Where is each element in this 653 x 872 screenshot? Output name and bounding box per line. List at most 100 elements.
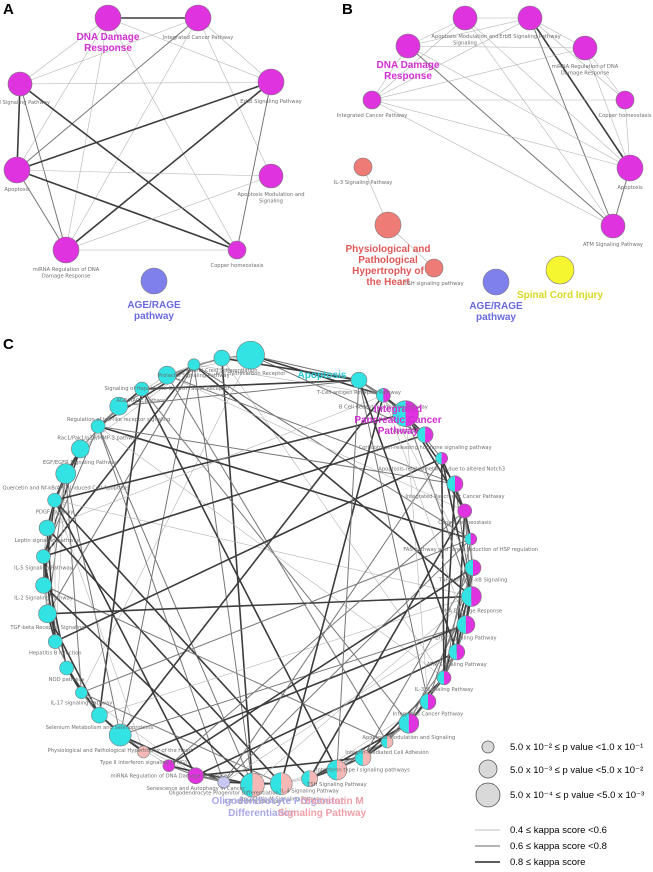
node-c-type-ii-interferon-signaling-ifng[interactable] bbox=[137, 745, 150, 759]
node-b-age-rage-pathway[interactable] bbox=[482, 268, 510, 296]
label-b-apoptosis-0: Apoptosis bbox=[617, 185, 643, 191]
edge-b-mod-int bbox=[371, 17, 466, 101]
label-c-leptin-signaling-pathway: Leptin signaling pathway bbox=[15, 538, 80, 544]
node-c-hepatitis-b-infection[interactable] bbox=[47, 634, 63, 649]
node-c-aryl-hydrocarbon-receptor[interactable] bbox=[236, 340, 265, 370]
node-a-apoptosis[interactable] bbox=[3, 156, 31, 184]
node-c-il-2-signaling-pathway[interactable] bbox=[35, 577, 52, 594]
label-c-copper-homeostasis: Copper homeostasis bbox=[438, 520, 491, 526]
node-c-regulation-of-toll-like-receptor-signaling[interactable] bbox=[109, 396, 129, 416]
node-c-oncostatin-m-signaling-pathway[interactable] bbox=[269, 772, 293, 796]
node-c-corticotropin-releasing-hormone-signaling-pathway[interactable] bbox=[416, 426, 434, 444]
node-a-copper-homeostasis[interactable] bbox=[227, 240, 247, 260]
edge-c-31-38 bbox=[443, 483, 456, 678]
node-a-mirna-regulation-of-dna-damage-response[interactable] bbox=[52, 236, 80, 264]
node-b-integrated-cancer-pathway[interactable] bbox=[362, 90, 382, 110]
label-a-copper-homeostasis-0: Copper homeostasis bbox=[211, 263, 264, 269]
node-c-signaling-of-hepatocyte-growth-factor-receptor[interactable] bbox=[157, 365, 177, 385]
node-c-t-cell-antigen-receptor-pathway[interactable] bbox=[350, 371, 368, 389]
label-a-mirna-regulation-of-dna-damage-response-0: miRNA Regulation of DNA bbox=[33, 267, 100, 273]
edge-b-mod-apo bbox=[464, 17, 631, 169]
legend-size-medium bbox=[478, 759, 498, 779]
node-c-physiological-and-pathological-hypertrophy-of-the-heart[interactable] bbox=[108, 723, 132, 747]
label-b-atm-signaling-pathway-0: ATM Signaling Pathway bbox=[583, 242, 643, 248]
label-a-age-rage-pathway-0: AGE/RAGE bbox=[127, 300, 181, 311]
node-b-tsh-signaling-pathway[interactable] bbox=[424, 258, 444, 278]
node-c-quercetin-and-nf-kb-ap-1-induced-cell-apoptosis[interactable] bbox=[55, 463, 77, 485]
node-b-mirna-regulation-of-dna-damage-response[interactable] bbox=[572, 35, 598, 61]
label-c-integrated-cancer-pathway: Integrated Cancer Pathway bbox=[393, 712, 464, 718]
edge-c-4-17 bbox=[98, 388, 143, 716]
node-b-atm-signaling-pathway[interactable] bbox=[600, 213, 626, 239]
node-c-senescence-and-autophagy-in-cancer[interactable] bbox=[187, 767, 205, 785]
node-c-il-3-signaling-pathway[interactable] bbox=[436, 670, 452, 686]
node-c-integrin-mediated-cell-adhesion[interactable] bbox=[380, 735, 394, 749]
node-c-atm-signaling-pathway[interactable] bbox=[448, 643, 466, 661]
node-c-apoptosis[interactable] bbox=[392, 400, 419, 427]
label-b-erbb-signaling-pathway-0: ErbB Signaling Pathway bbox=[499, 34, 560, 40]
node-b-erbb-signaling-pathway[interactable] bbox=[517, 5, 543, 31]
node-b-physiological-and-pathological-hypertrophy-of-the-heart[interactable] bbox=[374, 211, 402, 239]
label-b-dna-damage-response-0: DNA Damage bbox=[377, 60, 440, 71]
node-c-fas-pathway-and-stress-induction-of-hsp-regulation[interactable] bbox=[464, 532, 478, 546]
node-c-prolactin-signaling-pathway[interactable] bbox=[187, 358, 201, 372]
edge-c-34-38 bbox=[454, 483, 472, 597]
node-b-il-3-signaling-pathway[interactable] bbox=[353, 157, 373, 177]
edge-c-11-40 bbox=[43, 434, 426, 558]
node-b-spinal-cord-injury[interactable] bbox=[545, 255, 575, 285]
node-b-dna-damage-response[interactable] bbox=[395, 33, 421, 59]
label-c-rac1-pak1-p38-mmp-2-pathway: Rac1/Pak1/p38/MMP-2 pathway bbox=[57, 435, 138, 441]
node-b-apoptosis-modulation-and-signaling[interactable] bbox=[452, 5, 478, 31]
edge-b-erb-dna bbox=[407, 17, 531, 47]
node-c-copper-homeostasis[interactable] bbox=[457, 503, 473, 519]
node-c-egf-egfr-signaling-pathway[interactable] bbox=[71, 439, 90, 459]
node-b-copper-homeostasis[interactable] bbox=[615, 90, 635, 110]
node-c-pdgf-pathway[interactable] bbox=[47, 492, 62, 508]
node-a-dna-damage-response[interactable] bbox=[94, 4, 122, 32]
node-c-integrated-cancer-pathway[interactable] bbox=[419, 693, 437, 710]
label-a-apoptosis-0: Apoptosis bbox=[4, 187, 30, 193]
node-c-apoptosis-related-network-due-to-altered-notch3[interactable] bbox=[435, 451, 449, 465]
label-b-copper-homeostasis-0: Copper homeostasis bbox=[599, 113, 652, 119]
label-b-physiological-and-pathological-hypertrophy-of-the-heart-2: Hypertrophy of bbox=[352, 266, 424, 277]
node-a-atm-signaling-pathway[interactable] bbox=[7, 71, 33, 97]
node-c-il-5-signaling-pathway[interactable] bbox=[36, 549, 51, 564]
node-c-nod-pathway[interactable] bbox=[59, 660, 74, 676]
edge-a-int-apm bbox=[197, 17, 272, 177]
node-c-erbb-signaling-pathway[interactable] bbox=[456, 615, 476, 635]
node-c-age-rage-pathway[interactable] bbox=[134, 381, 150, 397]
node-c-mirna-regulation-of-dna-damage-response[interactable] bbox=[162, 759, 176, 772]
node-c-b-cell-receptor-signaling-pathway[interactable] bbox=[376, 388, 391, 403]
node-c-oligodendrocyte-progenitor-differentiation[interactable] bbox=[217, 775, 231, 789]
node-b-apoptosis[interactable] bbox=[616, 154, 644, 182]
label-c-il-3-signaling-pathway: IL-3 Signaling Pathway bbox=[415, 687, 474, 693]
node-c-apoptosis-modulation-and-signaling[interactable] bbox=[398, 712, 420, 734]
node-c-integrated-pancreatic-cancer-pathway[interactable] bbox=[446, 475, 464, 493]
node-a-integrated-cancer-pathway[interactable] bbox=[184, 4, 212, 32]
node-c-neural-crest-differentiation[interactable] bbox=[213, 349, 231, 367]
label-b-apoptosis-modulation-and-signaling-1: Signaling bbox=[453, 41, 477, 47]
node-a-apoptosis-modulation-and-signaling[interactable] bbox=[258, 163, 284, 189]
label-c-egf-egfr-signaling-pathway: EGF/EGFR Signaling Pathway bbox=[43, 460, 118, 466]
node-c-il-17-signaling-pathway[interactable] bbox=[75, 686, 88, 699]
edge-c-8-18 bbox=[65, 473, 121, 736]
node-c-tgf-beta-receptor-signaling[interactable] bbox=[38, 604, 57, 624]
node-c-tnf-alpha-nf-kb-signaling[interactable] bbox=[464, 559, 482, 577]
label-a-integrated-cancer-pathway-0: Integrated Cancer Pathway bbox=[163, 35, 234, 41]
legend-kappa-mid-label: 0.6 ≤ kappa score <0.8 bbox=[510, 841, 607, 852]
label-c-corticotropin-releasing-hormone-signaling-pathway: Corticotropin-releasing hormone signalin… bbox=[359, 445, 492, 451]
node-c-tsh-signaling-pathway[interactable] bbox=[326, 759, 348, 781]
node-c-il-6-signaling-pathway[interactable] bbox=[240, 772, 265, 798]
node-a-erbb-signaling-pathway[interactable] bbox=[257, 68, 285, 96]
node-c-il-4-signaling-pathway[interactable] bbox=[301, 770, 318, 788]
node-c-dna-damage-response[interactable] bbox=[461, 586, 482, 607]
label-b-physiological-and-pathological-hypertrophy-of-the-heart-0: Physiological and bbox=[345, 244, 430, 255]
node-c-leptin-signaling-pathway[interactable] bbox=[38, 519, 56, 537]
edge-b-dna-apo bbox=[407, 45, 631, 169]
node-c-selenium-metabolism-and-selenoproteins[interactable] bbox=[91, 706, 108, 724]
node-c-rac1-pak1-p38-mmp-2-pathway[interactable] bbox=[90, 418, 106, 434]
node-a-age-rage-pathway[interactable] bbox=[140, 267, 168, 295]
node-c-interferon-type-i-signaling-pathways[interactable] bbox=[354, 749, 372, 766]
edge-c-25-37 bbox=[308, 510, 466, 780]
edge-c-32-43 bbox=[358, 379, 458, 653]
